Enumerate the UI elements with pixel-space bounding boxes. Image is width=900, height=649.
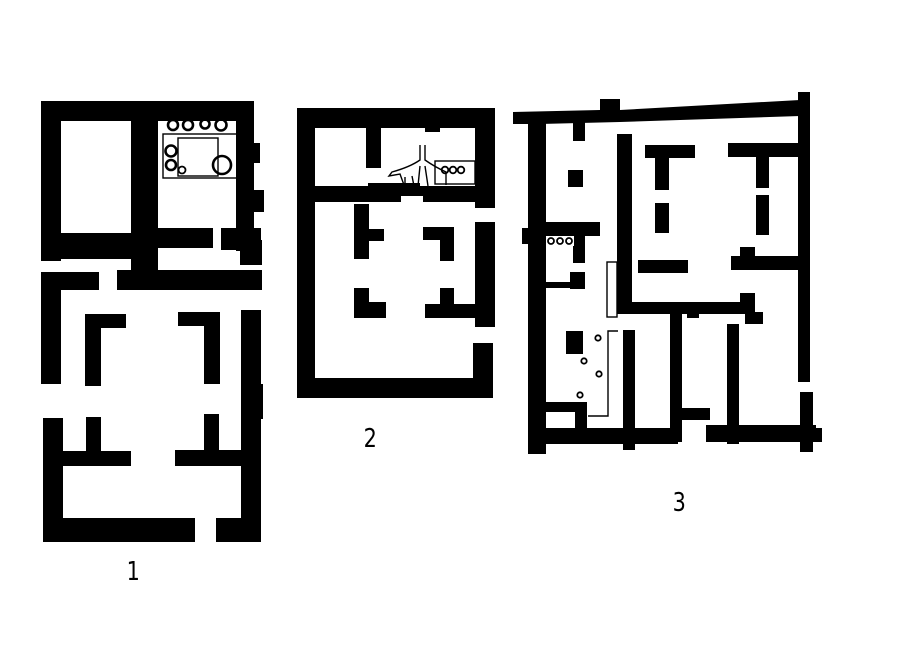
plan-1 (41, 101, 264, 542)
plan-label-1: 1 (126, 557, 140, 587)
storage-jars-plan-1 (162, 118, 238, 179)
plan-label-3: 3 (672, 488, 686, 518)
storage-jars-plan-3 (546, 236, 574, 246)
post-holes-plan-3 (576, 334, 603, 399)
channel-plan-2 (387, 145, 447, 187)
plan-3 (513, 92, 822, 454)
plan-label-2: 2 (363, 424, 377, 454)
partition-outline-plan-3 (588, 261, 618, 417)
storage-jars-plan-2 (434, 160, 476, 185)
plan-2 (297, 108, 495, 398)
